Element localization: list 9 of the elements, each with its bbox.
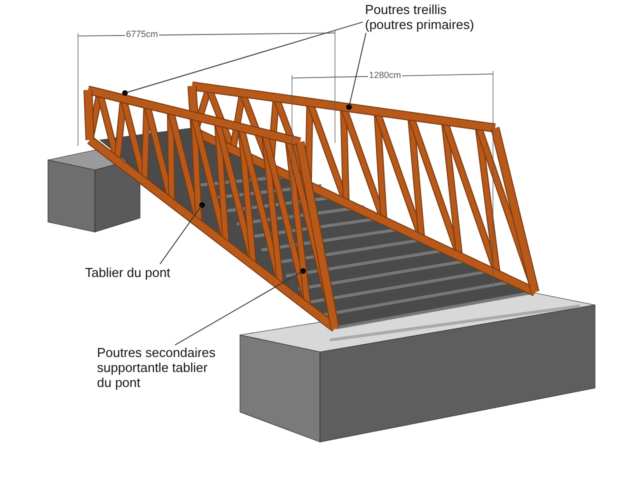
callout-label: Poutres secondaires supportantle tablier du pont — [97, 345, 219, 390]
callout-label: Tablier du pont — [85, 265, 205, 280]
leader-line — [160, 204, 202, 264]
leader-line — [348, 32, 366, 108]
dimension-label: 6775cm — [125, 29, 160, 39]
leader-line — [174, 270, 304, 346]
dimension-label: 1280cm — [368, 70, 402, 80]
callout-label: Poutres treillis (poutres primaires) — [365, 2, 483, 32]
leader-line — [124, 22, 364, 94]
